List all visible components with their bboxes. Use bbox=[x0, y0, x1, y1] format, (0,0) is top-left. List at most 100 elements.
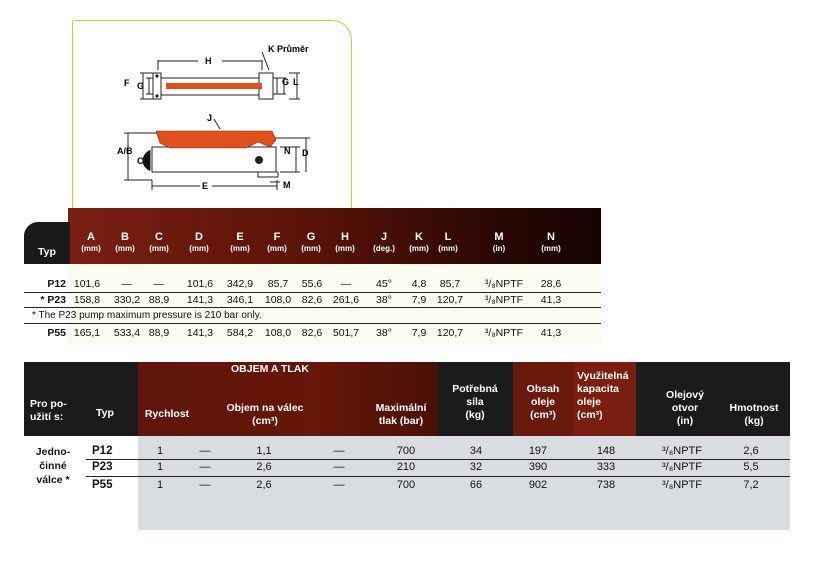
cell: 210 bbox=[396, 461, 416, 473]
cell: 108,0 bbox=[264, 327, 292, 339]
table-row: P12 1 — 1,1 — 700 34 197 148 ³/₈NPTF 2,6 bbox=[24, 445, 790, 458]
label-H: H bbox=[205, 56, 212, 66]
cell: 533,4 bbox=[113, 327, 141, 339]
t2-h-potrebna: Potřebná síla (kg) bbox=[452, 383, 498, 421]
pump-top-view bbox=[140, 51, 300, 100]
cell: ³/₈NPTF bbox=[484, 278, 524, 290]
t2-h-olejovy: Olejový otvor (in) bbox=[666, 389, 704, 427]
table-row: * P23 158,8 330,2 88,9 141,3 346,1 108,0… bbox=[24, 294, 601, 308]
cell: — bbox=[333, 445, 345, 457]
label-AB: A/B bbox=[117, 146, 133, 156]
cell: 41,3 bbox=[540, 294, 562, 306]
t2-h-max-tlak: Maximální tlak (bar) bbox=[375, 402, 427, 427]
cell: — bbox=[333, 461, 345, 473]
cell: 700 bbox=[396, 445, 416, 457]
t1-col-F: F(mm) bbox=[267, 231, 287, 253]
cell: 55,6 bbox=[301, 278, 323, 290]
label-F: F bbox=[124, 78, 130, 88]
cell: 902 bbox=[528, 479, 548, 491]
cell: 34 bbox=[469, 445, 483, 457]
cell: 584,2 bbox=[226, 327, 254, 339]
cell: 346,1 bbox=[226, 294, 254, 306]
label-E: E bbox=[202, 181, 208, 191]
cell: 1 bbox=[156, 479, 164, 491]
label-G-right: G bbox=[282, 77, 289, 87]
cell: 45° bbox=[376, 278, 392, 290]
t2-h-pro-pouziti: Pro po- užití s: bbox=[30, 398, 67, 423]
cell: 41,3 bbox=[540, 327, 562, 339]
handle-side bbox=[155, 130, 277, 149]
label-D: D bbox=[302, 148, 309, 158]
cell: 101,6 bbox=[186, 278, 214, 290]
row-divider bbox=[24, 307, 601, 308]
row-divider bbox=[86, 459, 790, 460]
cell: 1 bbox=[156, 445, 164, 457]
cell: 141,3 bbox=[186, 294, 214, 306]
t1-col-G: G(mm) bbox=[301, 231, 321, 253]
t1-col-C: C(mm) bbox=[149, 231, 169, 253]
cell: — bbox=[121, 278, 133, 290]
cell: 7,2 bbox=[743, 479, 759, 491]
cell: 5,5 bbox=[743, 461, 759, 473]
cell: 1,1 bbox=[256, 445, 272, 457]
label-M: M bbox=[283, 180, 291, 190]
table2-vyuzitelna-header bbox=[573, 362, 636, 436]
table2-obsah-header bbox=[513, 362, 573, 436]
cell: ³/₈NPTF bbox=[484, 294, 524, 306]
label-L: L bbox=[293, 77, 299, 87]
cell: 120,7 bbox=[436, 294, 464, 306]
t1-col-L: L(mm) bbox=[438, 231, 458, 253]
t2-h-obsah: Obsah oleje (cm³) bbox=[526, 383, 560, 421]
label-G-left: G bbox=[137, 81, 144, 91]
cell: 28,6 bbox=[540, 278, 562, 290]
cell: 330,2 bbox=[113, 294, 141, 306]
table-row: P23 1 — 2,6 — 210 32 390 333 ³/₈NPTF 5,5 bbox=[24, 461, 790, 474]
t2-h-typ: Typ bbox=[96, 407, 114, 419]
reservoir-cap bbox=[142, 150, 150, 171]
cell: 85,7 bbox=[439, 278, 461, 290]
cell: 333 bbox=[596, 461, 616, 473]
t1-col-D: D(mm) bbox=[189, 231, 209, 253]
table1-footnote: * The P23 pump maximum pressure is 210 b… bbox=[32, 310, 262, 321]
table2-body bbox=[138, 436, 790, 530]
handle-top bbox=[166, 83, 262, 89]
table1-body bbox=[68, 264, 601, 344]
cell: 2,6 bbox=[743, 445, 759, 457]
cell: 88,9 bbox=[148, 294, 170, 306]
cell: 700 bbox=[396, 479, 416, 491]
group-label: Jedno- činné válce * bbox=[35, 446, 71, 486]
row-typ: P55 bbox=[47, 327, 66, 339]
row-typ: P12 bbox=[92, 445, 113, 457]
label-K: K Průměr bbox=[268, 44, 309, 54]
cell: 4,8 bbox=[411, 278, 427, 290]
cell: 342,9 bbox=[226, 278, 254, 290]
cell: 2,6 bbox=[256, 461, 272, 473]
table1-typ-header bbox=[24, 222, 70, 264]
table-row: P55 1 — 2,6 — 700 66 902 738 ³/₈NPTF 7,2 bbox=[24, 479, 790, 492]
cell: 7,9 bbox=[411, 294, 427, 306]
cell: 197 bbox=[528, 445, 548, 457]
cell: 390 bbox=[528, 461, 548, 473]
cell: 66 bbox=[469, 479, 483, 491]
row-typ: P23 bbox=[92, 461, 113, 473]
t1-col-B: B(mm) bbox=[115, 231, 135, 253]
cell: 501,7 bbox=[332, 327, 360, 339]
cell: 38° bbox=[376, 294, 392, 306]
t1-col-J: J(deg.) bbox=[373, 231, 395, 253]
cell: 32 bbox=[469, 461, 483, 473]
cell: — bbox=[153, 278, 165, 290]
cell: 82,6 bbox=[301, 294, 323, 306]
t2-h-vyuzitelna: Využitelná kapacita oleje (cm³) bbox=[577, 370, 629, 421]
label-N: N bbox=[284, 146, 291, 156]
cell: 85,7 bbox=[267, 278, 289, 290]
cell: — bbox=[199, 461, 211, 473]
cell: 141,3 bbox=[186, 327, 214, 339]
pump-side-view bbox=[124, 118, 310, 190]
label-C: C bbox=[137, 156, 144, 166]
cell: 738 bbox=[596, 479, 616, 491]
row-divider bbox=[24, 292, 601, 293]
t2-h-hmotnost: Hmotnost (kg) bbox=[729, 402, 779, 427]
cell: 88,9 bbox=[148, 327, 170, 339]
cell: ³/₈NPTF bbox=[484, 327, 524, 339]
cell: — bbox=[333, 479, 345, 491]
